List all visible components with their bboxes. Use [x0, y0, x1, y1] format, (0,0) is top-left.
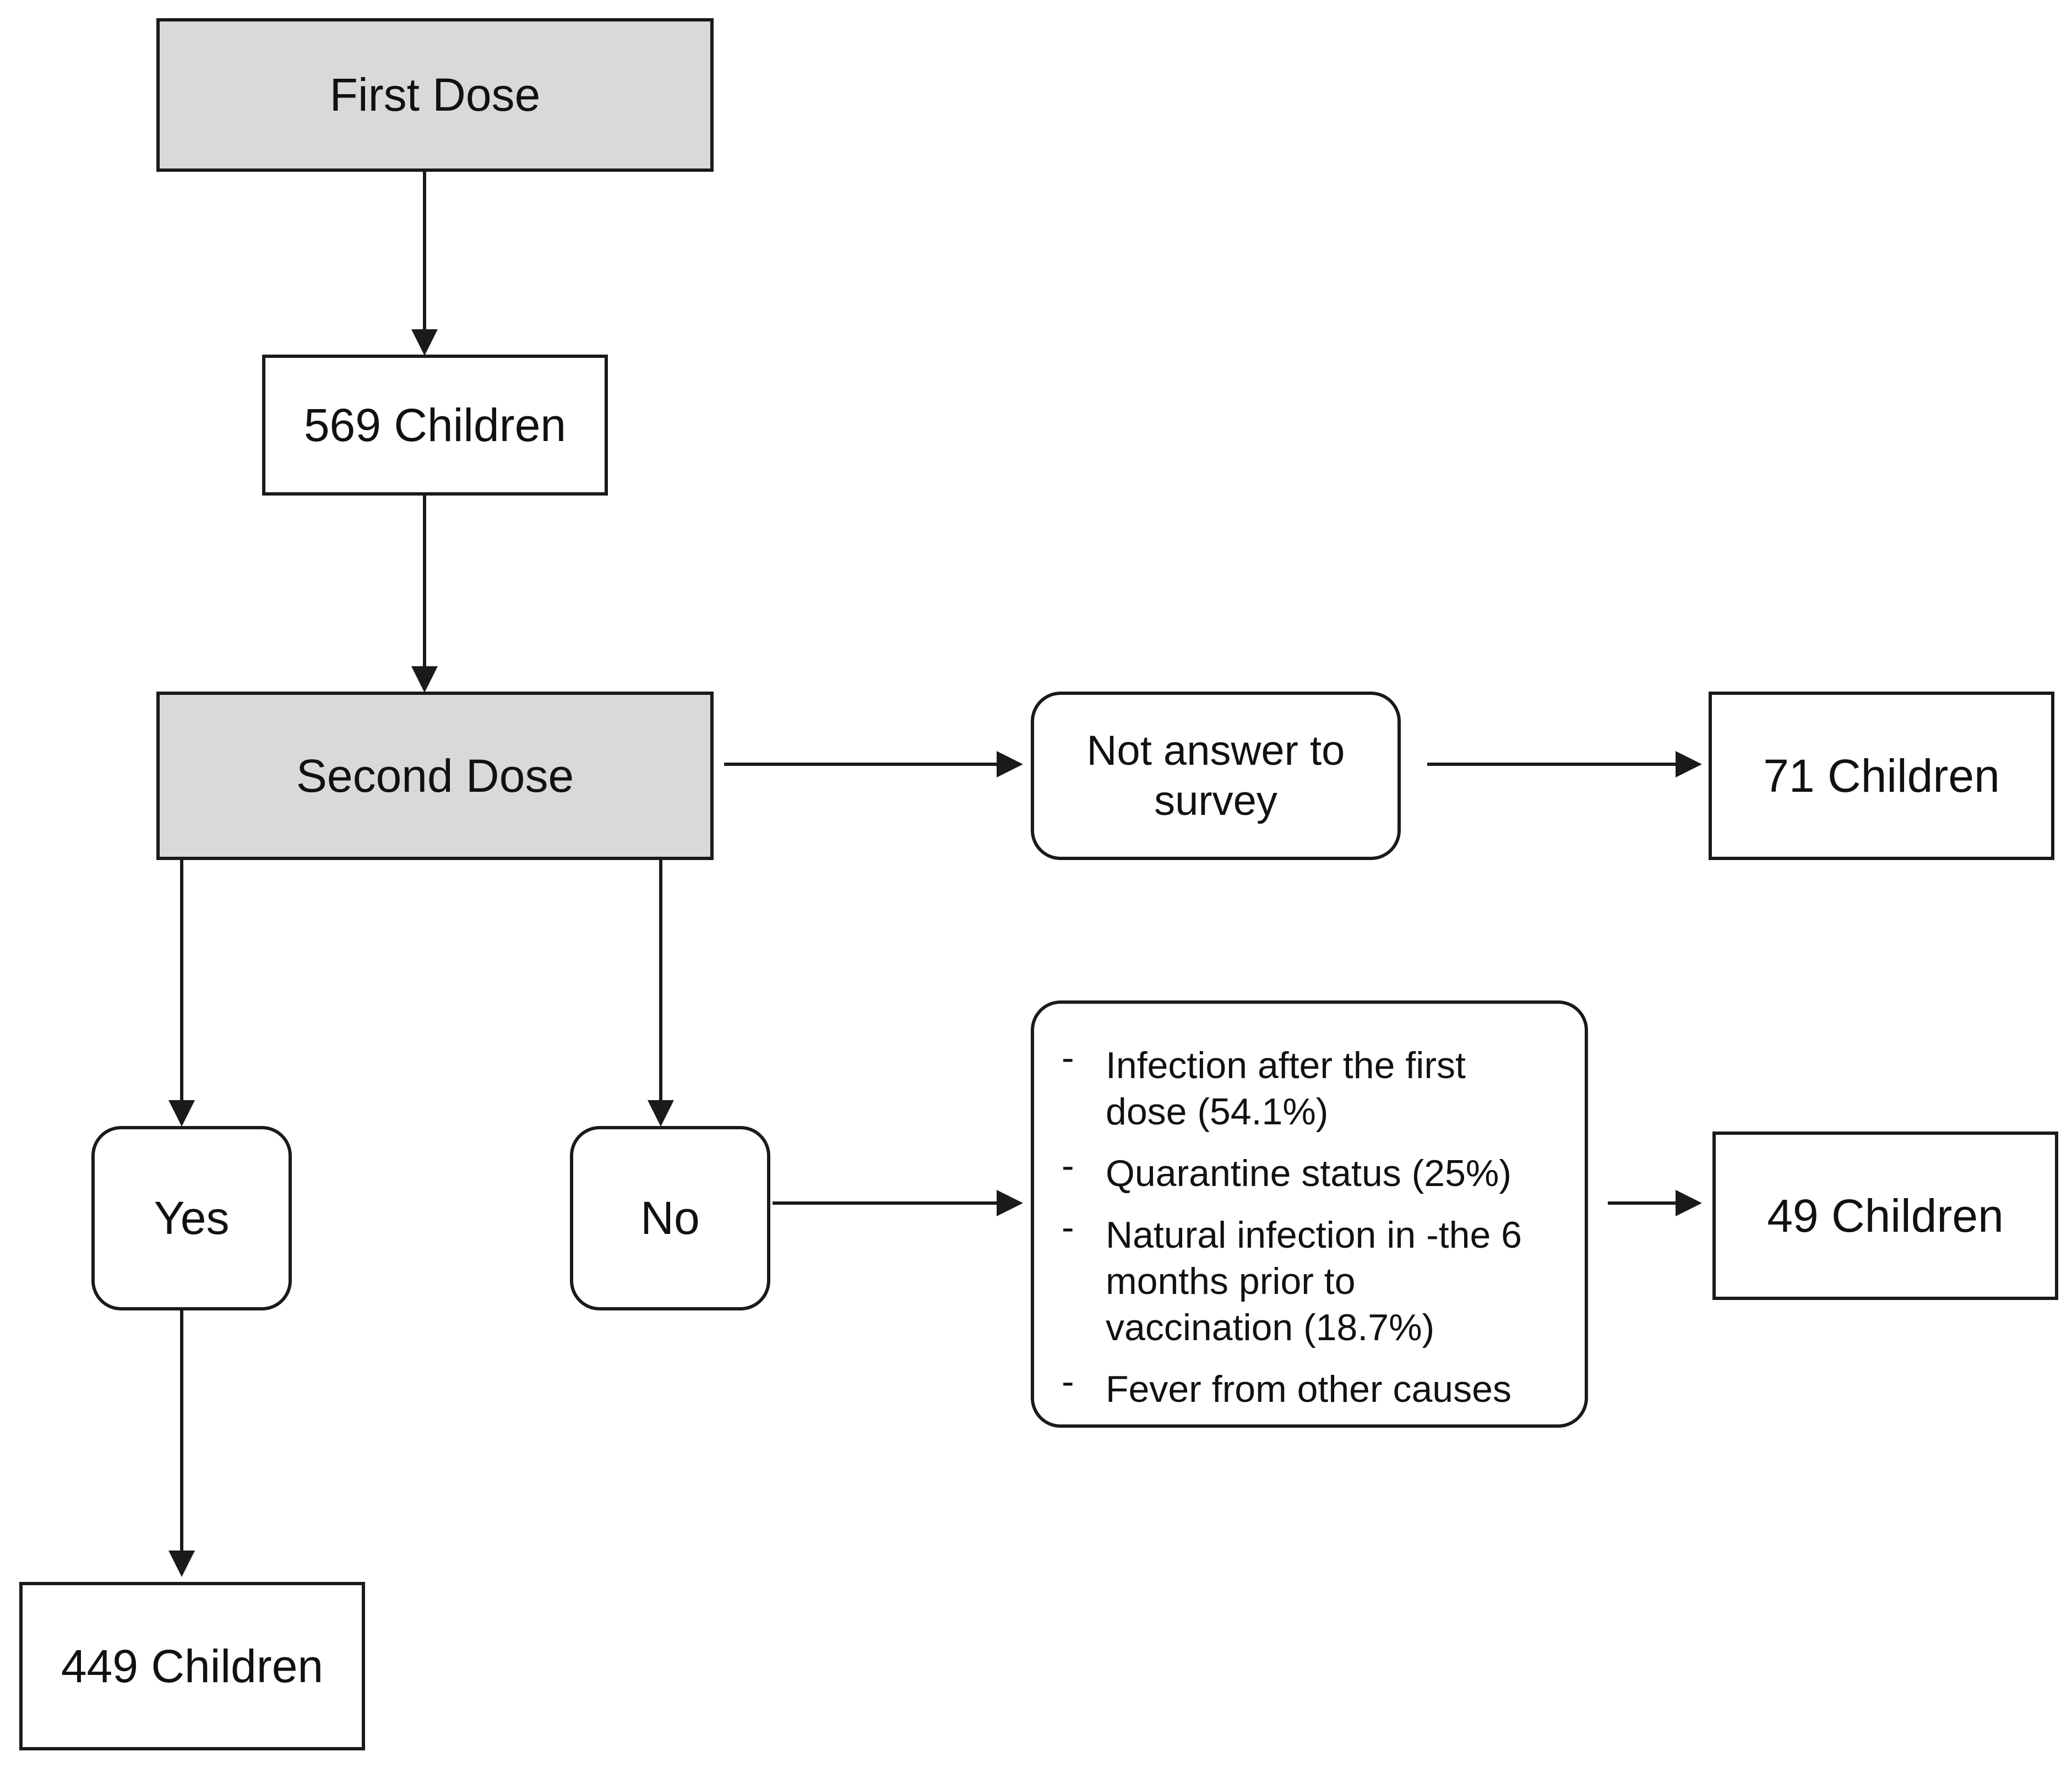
children-449-box: 449 Children [19, 1582, 365, 1750]
not-answer-box: Not answer to survey [1031, 692, 1401, 860]
children-569-box: 569 Children [262, 355, 608, 496]
reason-text: Infection after the first dose (54.1%) [1106, 1045, 1466, 1133]
children-71-box: 71 Children [1709, 692, 2054, 860]
yes-label: Yes [154, 1192, 230, 1244]
bullet-dash: - [1062, 1361, 1074, 1402]
reason-text: Fever from other causes [1106, 1368, 1511, 1410]
reason-item: - Natural infection in -the 6 months pri… [1062, 1206, 1552, 1351]
no-box: No [570, 1126, 770, 1310]
bullet-dash: - [1062, 1145, 1074, 1187]
reasons-box: - Infection after the first dose (54.1%)… [1031, 1000, 1588, 1428]
first-dose-label: First Dose [329, 69, 541, 121]
children-449-label: 449 Children [61, 1640, 324, 1692]
children-71-label: 71 Children [1763, 749, 2000, 802]
second-dose-label: Second Dose [296, 749, 574, 802]
reason-text: Natural infection in -the 6 months prior… [1106, 1214, 1522, 1348]
reason-item: - Quarantine status (25%) [1062, 1145, 1552, 1196]
not-answer-label: Not answer to survey [1086, 727, 1345, 824]
children-49-label: 49 Children [1767, 1189, 2004, 1242]
reason-item: - Fever from other causes [1062, 1361, 1552, 1412]
second-dose-box: Second Dose [156, 692, 714, 860]
reason-item: - Infection after the first dose (54.1%) [1062, 1037, 1552, 1135]
bullet-dash: - [1062, 1037, 1074, 1079]
reason-text: Quarantine status (25%) [1106, 1152, 1512, 1194]
children-49-box: 49 Children [1712, 1131, 2058, 1300]
first-dose-box: First Dose [156, 18, 714, 172]
bullet-dash: - [1062, 1206, 1074, 1248]
no-label: No [640, 1192, 700, 1244]
children-569-label: 569 Children [303, 399, 567, 451]
yes-box: Yes [91, 1126, 292, 1310]
